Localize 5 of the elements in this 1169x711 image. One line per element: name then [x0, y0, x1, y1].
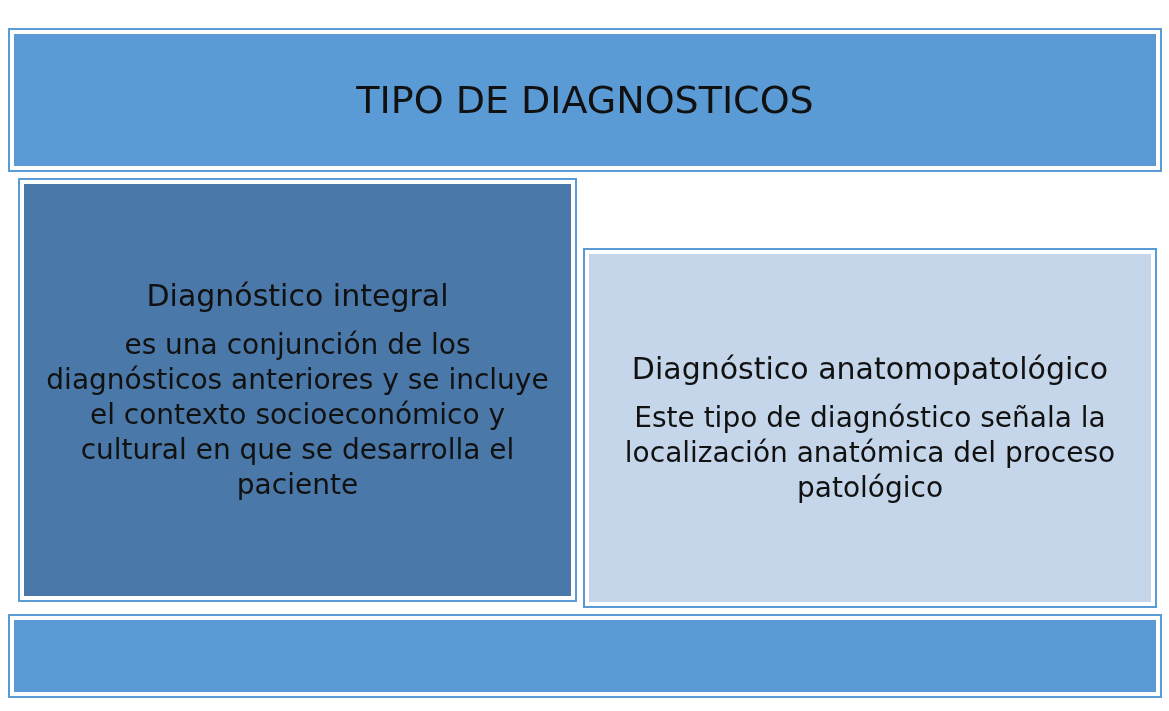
heading-text: Diagnóstico anatomopatológico: [631, 351, 1109, 386]
heading-text: Diagnóstico integral: [146, 278, 449, 313]
description-text: Este tipo de diagnóstico señala la localización anatómica del proceso patológico: [623, 400, 1117, 505]
description-text: es una conjunción de los diagnósticos anteriores y se incluye el contexto socioeconómico y cultural en que se desarrolla el paciente: [45, 327, 550, 502]
title-text: TIPO DE DIAGNOSTICOS: [356, 78, 814, 122]
